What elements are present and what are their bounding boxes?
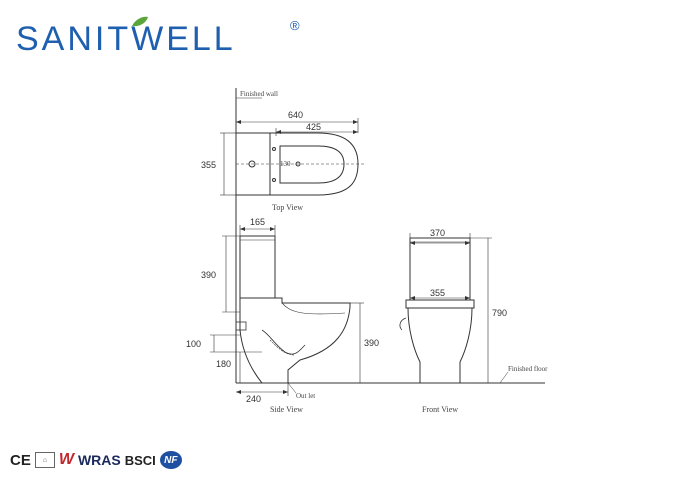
dim-outlet-height: 180 [216,359,231,369]
nf-logo: NF [159,451,182,469]
leaf-icon [132,16,148,27]
dim-tank-height: 390 [201,270,216,280]
certification-logos: CE ⌂ W WRAS BSCI NF [10,448,182,472]
watermark-w-logo: W [58,451,74,468]
dim-total-length: 640 [288,110,303,120]
dim-bowl-length: 425 [306,122,321,132]
dim-inlet-height: 100 [186,339,201,349]
top-view-label: Top View [272,203,303,212]
bsci-logo: BSCI [124,452,156,468]
brand-name: SANITWELL [16,20,236,58]
dim-bowl-width: 355 [430,288,445,298]
dim-width: 355 [201,160,216,170]
ce-mark-logo: CE [10,451,31,469]
registered-mark: ® [290,18,300,33]
cupc-logo: ⌂ [34,452,55,468]
outlet-label: Out let [296,392,315,400]
dim-tank-depth: 165 [250,217,265,227]
side-view-label: Side View [270,405,303,414]
finished-wall-label: Finished wall [240,90,278,98]
brand-logo: SANITWELL ® [16,16,300,58]
front-view-label: Front View [422,405,458,414]
dim-seat-height: 390 [364,338,379,348]
dim-hole: 130 [280,160,291,168]
wras-logo: WRAS [77,452,121,468]
dim-tank-width: 370 [430,228,445,238]
dim-total-height: 790 [492,308,507,318]
dim-outlet-distance: 240 [246,394,261,404]
finished-floor-label: Finished floor [508,365,548,373]
